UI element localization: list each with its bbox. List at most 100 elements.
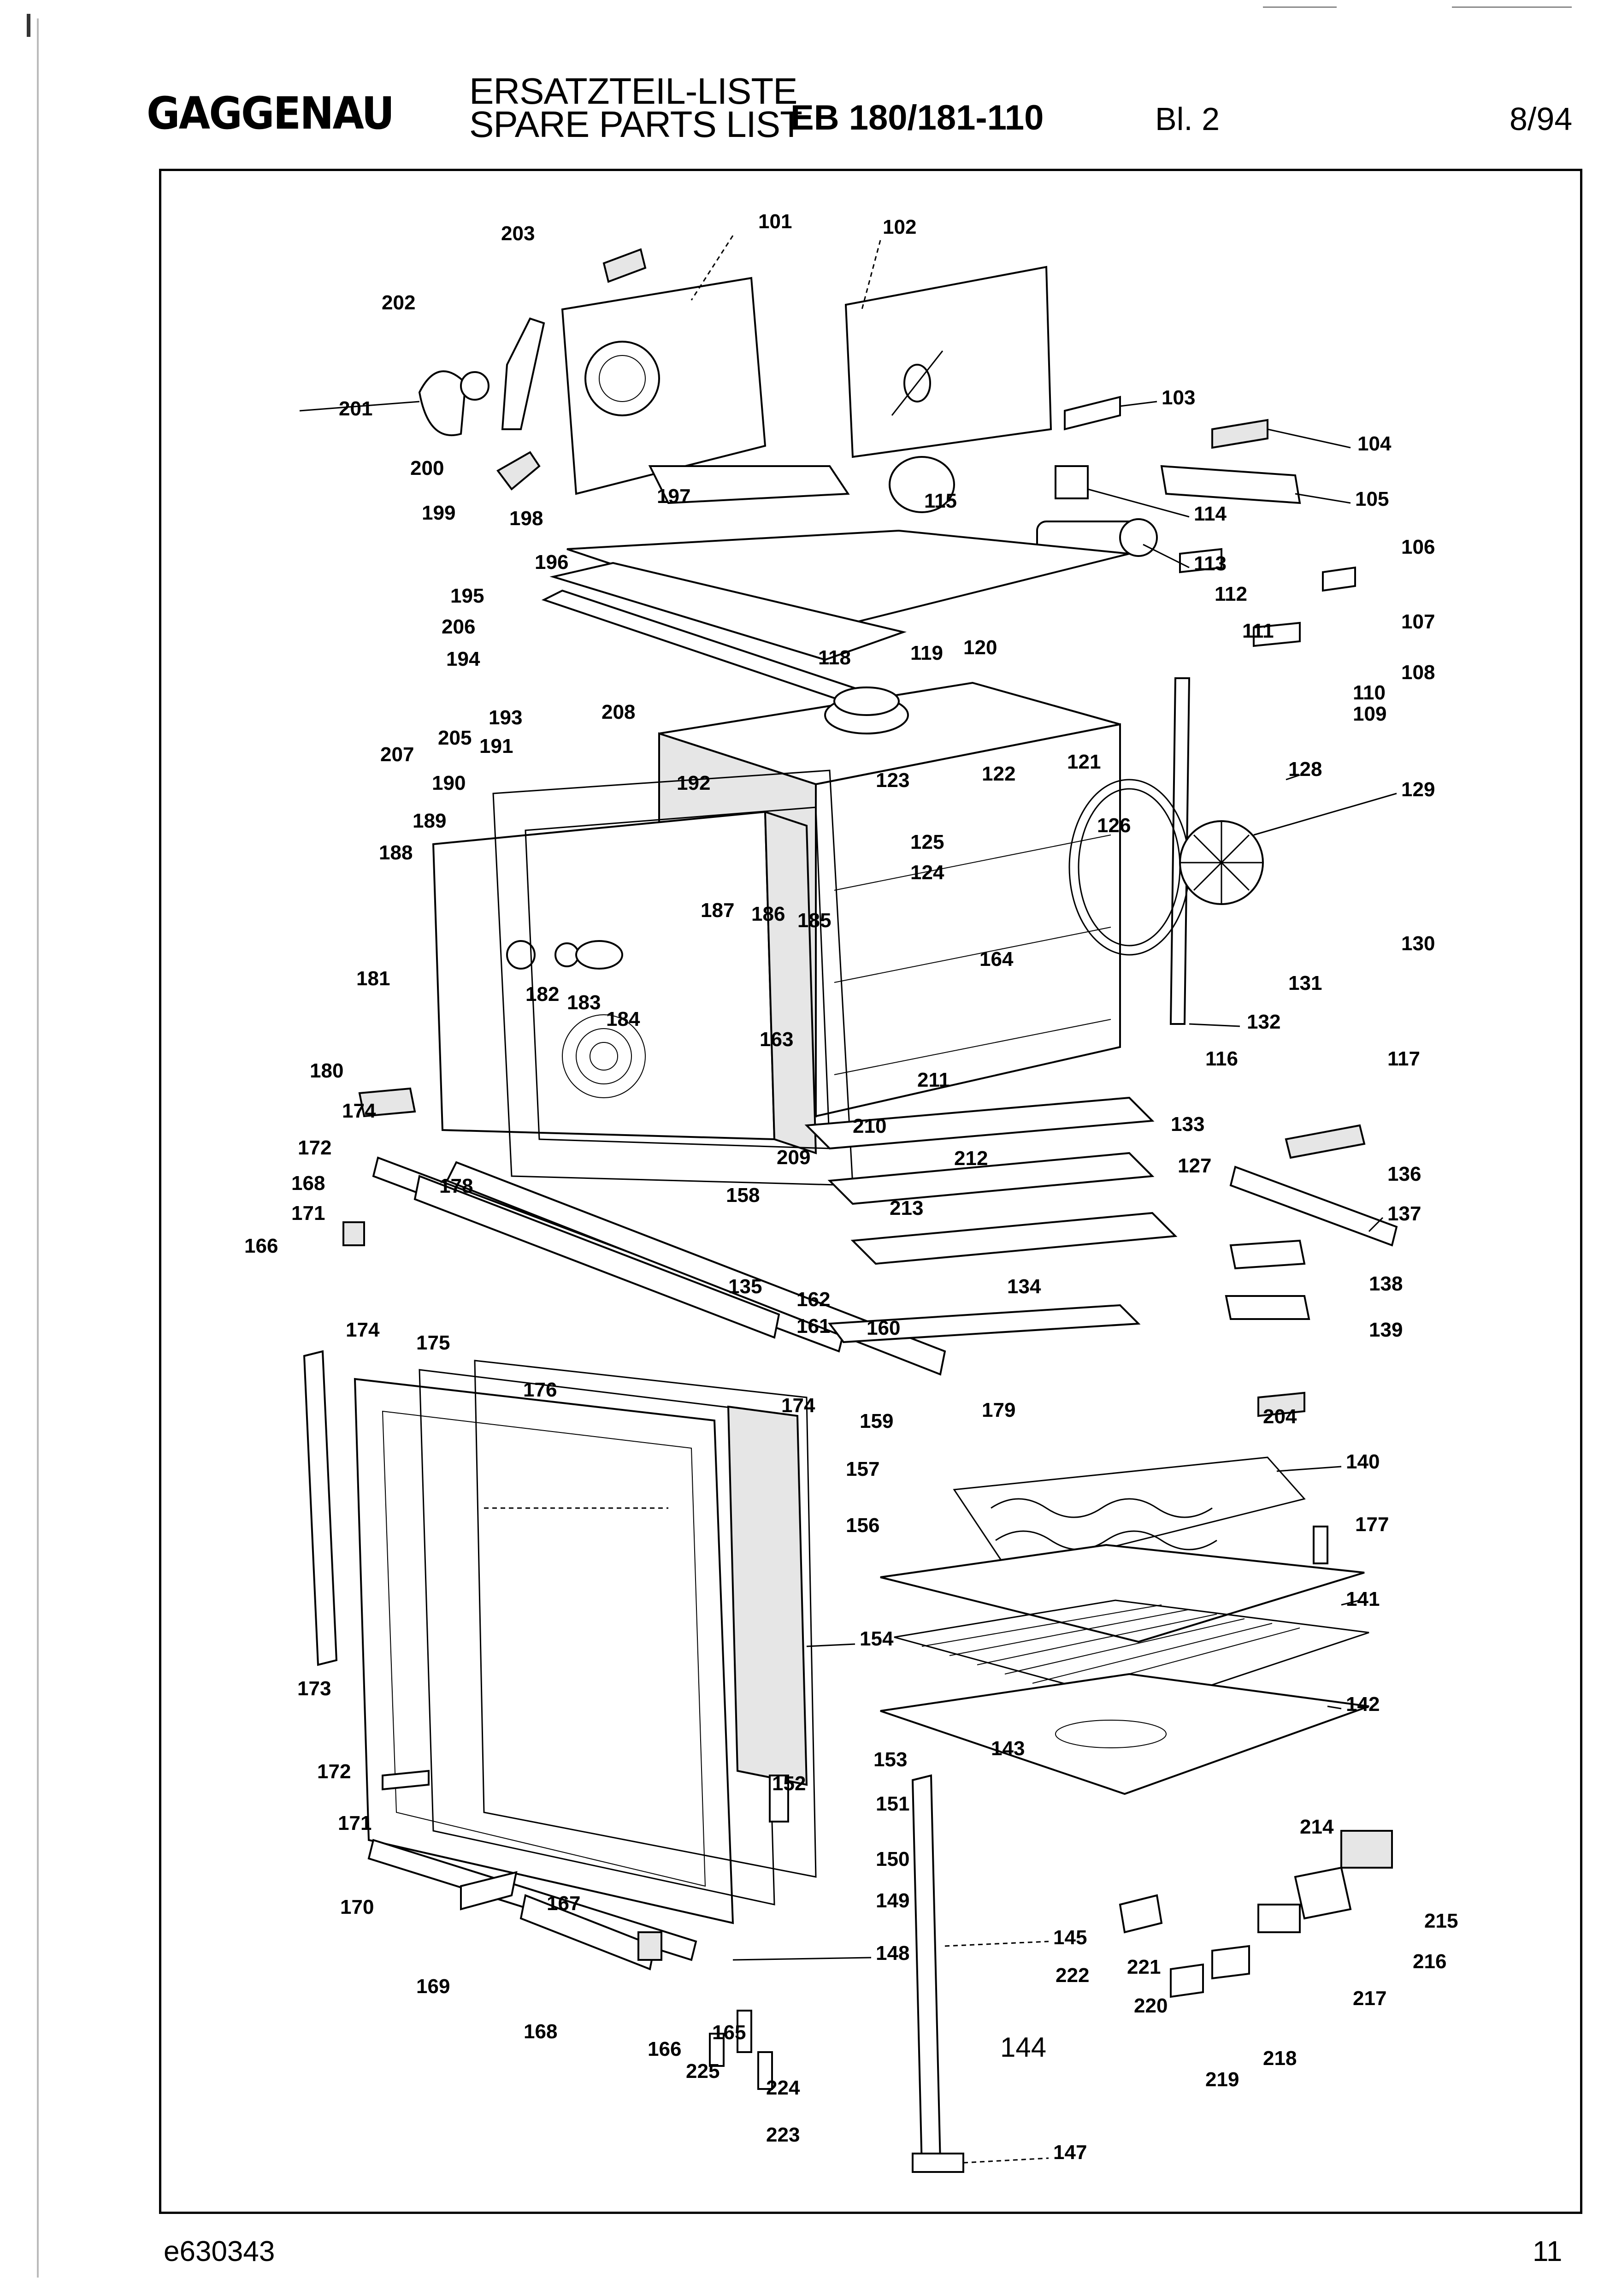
control-panel-181: [432, 811, 817, 1154]
door-bottom-parts: [367, 1769, 789, 1971]
part-label-149: 149: [876, 1889, 909, 1912]
part-label-158: 158: [726, 1184, 760, 1207]
part-label-124: 124: [910, 861, 944, 884]
floor-plates: [804, 1096, 1178, 1343]
part-label-103: 103: [1162, 386, 1195, 409]
leader-lines: [299, 235, 1397, 2164]
part-label-115: 115: [924, 490, 957, 512]
part-label-139: 139: [1369, 1319, 1403, 1341]
part-label-125: 125: [910, 831, 944, 853]
part-label-173: 173: [297, 1677, 331, 1700]
diagram-frame: [159, 169, 1582, 2214]
title-german: ERSATZTEIL-LISTE: [469, 71, 798, 112]
door-side-bar-173: [303, 1350, 338, 1666]
part-label-168b: 168: [291, 1172, 325, 1195]
part-label-189: 189: [413, 810, 446, 832]
part-label-153: 153: [873, 1748, 907, 1771]
part-label-142: 142: [1346, 1693, 1380, 1716]
part-label-174c: 174: [781, 1394, 815, 1417]
part-label-218: 218: [1263, 2047, 1297, 2070]
part-label-179: 179: [982, 1399, 1015, 1421]
part-label-185: 185: [797, 909, 831, 932]
part-label-141: 141: [1346, 1588, 1380, 1610]
part-label-119: 119: [910, 642, 943, 664]
part-label-183: 183: [567, 991, 601, 1014]
scan-mark: [27, 14, 30, 37]
part-label-200: 200: [410, 457, 444, 479]
part-label-164: 164: [979, 948, 1014, 970]
grill-element-140: [953, 1391, 1328, 1574]
part-label-110: 110: [1353, 681, 1386, 704]
back-panel-101: [561, 277, 767, 495]
part-label-207: 207: [380, 743, 414, 766]
part-label-181: 181: [356, 967, 390, 990]
part-label-132: 132: [1247, 1011, 1280, 1033]
part-label-172b: 172: [298, 1136, 331, 1159]
top-rule-left: [1263, 6, 1337, 8]
oven-door: [354, 1360, 817, 1924]
part-label-160: 160: [867, 1317, 900, 1339]
part-label-204: 204: [1263, 1405, 1297, 1428]
part-label-140: 140: [1346, 1450, 1380, 1473]
part-label-191: 191: [479, 735, 513, 757]
part-label-111: 111: [1242, 620, 1274, 642]
part-label-101: 101: [758, 210, 792, 233]
part-label-210: 210: [853, 1115, 886, 1137]
part-label-202: 202: [382, 291, 415, 314]
part-label-225: 225: [686, 2060, 720, 2083]
part-label-130: 130: [1401, 932, 1435, 955]
part-label-109: 109: [1353, 703, 1386, 725]
convection-element-129: [1068, 779, 1264, 956]
part-label-222: 222: [1056, 1964, 1089, 1987]
part-label-134: 134: [1007, 1275, 1041, 1298]
part-label-178: 178: [439, 1175, 473, 1197]
part-label-174b: 174: [346, 1319, 380, 1341]
part-label-194: 194: [446, 648, 480, 670]
part-label-224: 224: [766, 2077, 800, 2099]
part-label-145: 145: [1053, 1926, 1087, 1949]
back-panel-102: [844, 266, 1052, 458]
baking-tray-141: [880, 1544, 1365, 1643]
part-label-163: 163: [760, 1028, 793, 1051]
part-label-216: 216: [1413, 1950, 1446, 1973]
part-label-195: 195: [450, 585, 484, 607]
part-label-180: 180: [310, 1059, 343, 1082]
part-label-126: 126: [1097, 814, 1131, 837]
top-rule-right: [1452, 6, 1572, 8]
part-label-150: 150: [876, 1848, 909, 1870]
part-label-151: 151: [876, 1793, 909, 1815]
part-label-116: 116: [1205, 1047, 1238, 1070]
part-label-212: 212: [954, 1147, 988, 1170]
part-label-196: 196: [535, 551, 568, 574]
brand-logo: GAGGENAU: [147, 88, 395, 139]
switch-parts-215-222: [1119, 1830, 1393, 1998]
part-label-206: 206: [442, 615, 475, 638]
part-label-209: 209: [777, 1146, 810, 1169]
drip-pan-214: [880, 1673, 1369, 1795]
part-label-129: 129: [1401, 778, 1435, 801]
part-label-198: 198: [509, 507, 543, 530]
part-label-157: 157: [846, 1458, 879, 1480]
bottom-trim: [342, 1087, 946, 1376]
part-label-169: 169: [416, 1975, 450, 1998]
part-label-135: 135: [728, 1275, 762, 1298]
part-label-136: 136: [1387, 1163, 1421, 1185]
top-plates: [541, 465, 1130, 707]
part-label-176: 176: [523, 1379, 557, 1401]
part-label-112: 112: [1215, 583, 1247, 605]
part-label-170: 170: [340, 1896, 374, 1918]
part-label-102: 102: [883, 216, 916, 238]
part-label-131: 131: [1288, 972, 1322, 994]
part-label-168: 168: [524, 2020, 557, 2043]
revision-date: 8/94: [1510, 101, 1573, 137]
part-label-175: 175: [416, 1331, 450, 1354]
part-label-159: 159: [860, 1410, 893, 1432]
part-label-152: 152: [772, 1772, 806, 1795]
part-label-114: 114: [1194, 503, 1227, 525]
part-label-213: 213: [890, 1197, 923, 1219]
page-number: 11: [1533, 2236, 1563, 2267]
part-label-120: 120: [963, 636, 997, 659]
telescopic-rail-145: [911, 1774, 964, 2173]
part-label-182: 182: [525, 983, 559, 1006]
part-label-122: 122: [982, 763, 1015, 785]
